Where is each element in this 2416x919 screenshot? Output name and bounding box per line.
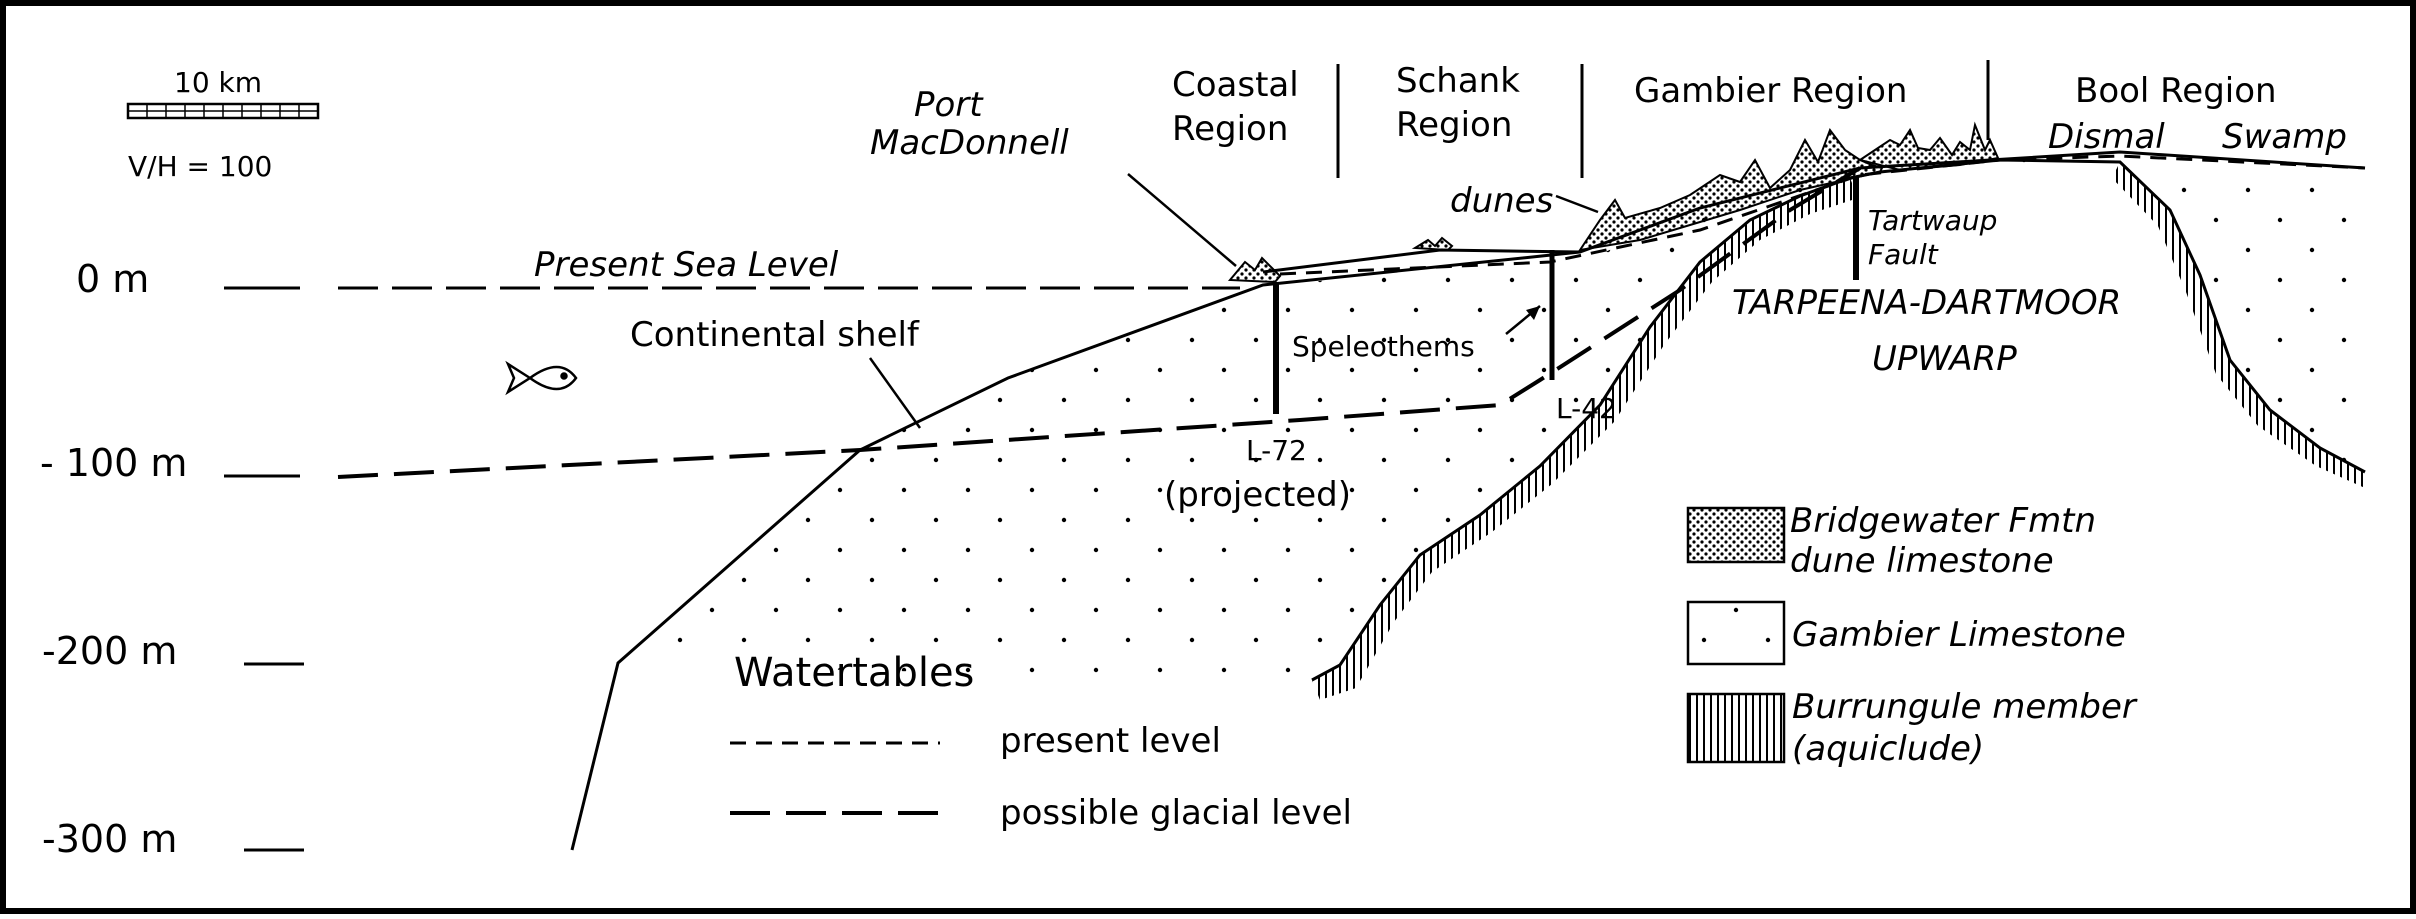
speleothems-label: Speleothems <box>1292 330 1475 363</box>
depth-label-200: -200 m <box>42 629 177 673</box>
coastal-region-line1: Coastal <box>1172 65 1299 105</box>
schank-region-line1: Schank <box>1396 61 1520 101</box>
bridgewater-dunes-main <box>1577 127 1884 252</box>
bool-region-label: Bool Region <box>2075 71 2277 111</box>
burrungule-hatch-west <box>1312 178 1858 700</box>
coastal-region-line2: Region <box>1172 109 1288 149</box>
bore-l72-label: L-72 <box>1246 434 1307 467</box>
continental-shelf-profile <box>570 250 1581 851</box>
depth-label-100: - 100 m <box>40 441 187 485</box>
coastal-surface-line <box>1262 150 2366 274</box>
port-macdonnell-leader <box>1127 173 1237 267</box>
legend-burrungule-line2: (aquiclude) <box>1792 729 1984 769</box>
gambier-region-label: Gambier Region <box>1634 71 1907 111</box>
bridgewater-dunes-coast <box>1227 256 1282 284</box>
legend-burrungule-line1: Burrungule member <box>1792 687 2138 727</box>
bore-l72-projected: (projected) <box>1164 475 1351 515</box>
bridgewater-dunes-schank <box>1411 236 1454 252</box>
legend-bridgewater-swatch <box>1686 506 1786 564</box>
present-level-label: present level <box>1000 721 1221 761</box>
continental-shelf-label: Continental shelf <box>630 315 920 355</box>
vertical-exaggeration: V/H = 100 <box>128 150 272 183</box>
scale-bar <box>126 102 320 120</box>
port-macdonnell-line1: Port <box>914 85 984 125</box>
gambier-stipple-fill <box>618 158 2365 680</box>
burrungule-hatch-east <box>2112 162 2365 488</box>
watertables-title: Watertables <box>734 650 974 696</box>
legend-gambier-label: Gambier Limestone <box>1792 615 2126 655</box>
dismal-label: Dismal <box>2048 117 2165 157</box>
speleothems-arrow <box>1526 306 1540 320</box>
legend-bridgewater-line2: dune limestone <box>1790 541 2054 581</box>
port-macdonnell-line2: MacDonnell <box>870 123 1069 163</box>
upwarp-label-line1: TARPEENA-DARTMOOR <box>1732 283 2121 323</box>
present-sea-level-label: Present Sea Level <box>534 245 839 285</box>
depth-label-300: -300 m <box>42 817 177 861</box>
legend-burrungule-swatch <box>1686 692 1786 764</box>
legend-gambier-swatch <box>1686 600 1786 666</box>
bore-l42-label: L-42 <box>1556 392 1617 425</box>
fish-icon <box>505 360 578 396</box>
schank-region-line2: Region <box>1396 105 1512 145</box>
swamp-label: Swamp <box>2222 117 2347 157</box>
glacial-watertable-line <box>337 166 1862 479</box>
depth-label-0: 0 m <box>76 257 149 301</box>
legend-bridgewater-line1: Bridgewater Fmtn <box>1790 501 2096 541</box>
scale-bar-label: 10 km <box>174 66 262 99</box>
continental-shelf-leader <box>868 357 922 429</box>
upwarp-label-line2: UPWARP <box>1872 339 2017 379</box>
tartwaup-fault-line1: Tartwaup <box>1868 204 1997 237</box>
dunes-leader <box>1555 194 1599 214</box>
tartwaup-fault-line2: Fault <box>1868 238 1939 271</box>
glacial-level-label: possible glacial level <box>1000 793 1352 833</box>
dunes-label: dunes <box>1450 181 1553 221</box>
